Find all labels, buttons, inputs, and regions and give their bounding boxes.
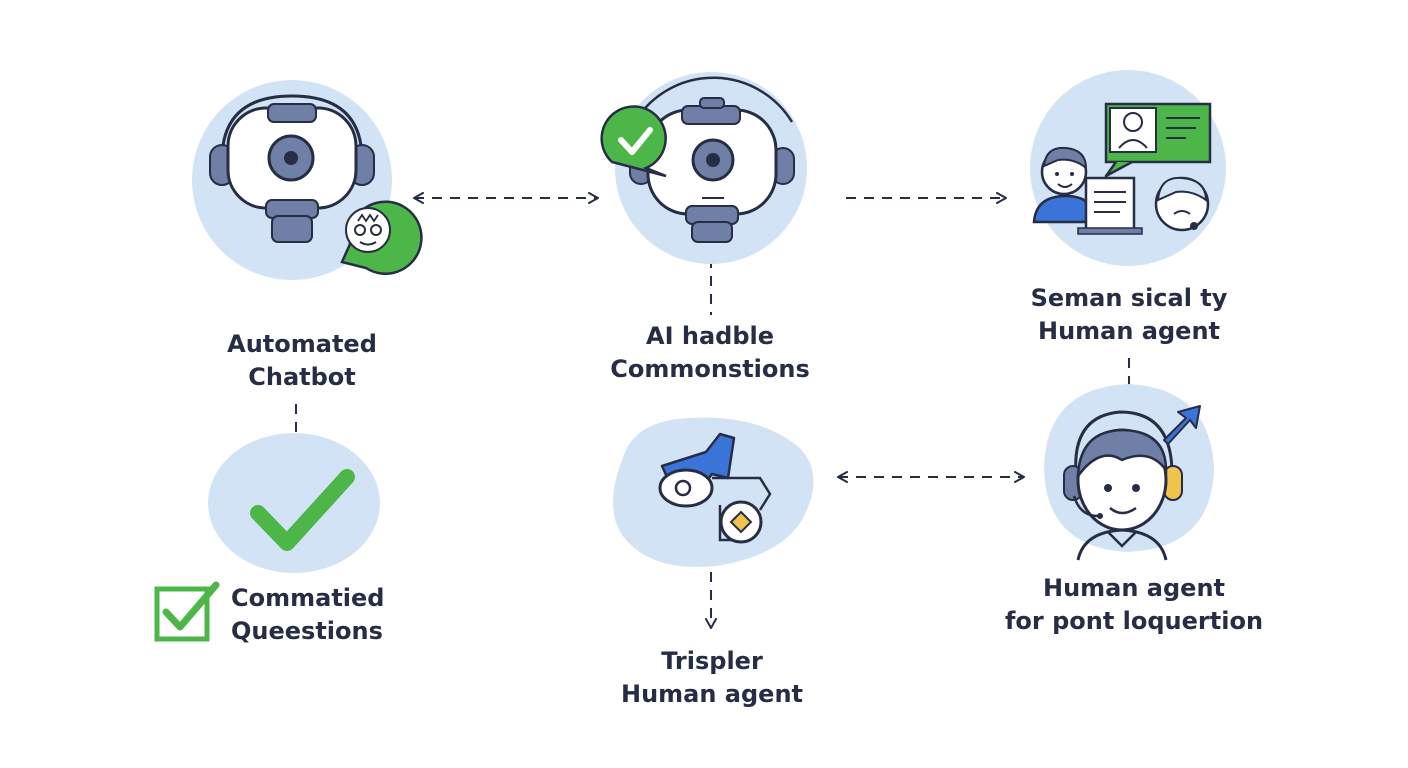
- headset-agent-icon: [1044, 384, 1214, 561]
- checkbox-icon: [154, 581, 220, 642]
- transfer-label-line1: Trispler: [661, 647, 763, 675]
- ai-label-line1: AI hadble: [645, 322, 775, 350]
- transfer-arrow-icon: [613, 417, 814, 567]
- human-label-line1: Human agent: [1042, 574, 1226, 602]
- human-label: Human agent for pont loquertion: [1005, 572, 1263, 638]
- agent-workstation-icon: [1030, 70, 1226, 266]
- chatbot-label-line1: Automated: [227, 330, 377, 358]
- semantic-label: Seman sical ty Human agent: [1031, 282, 1228, 348]
- semantic-label-line1: Seman sical ty: [1030, 284, 1228, 312]
- ai-label-line2: Commonstions: [610, 355, 810, 383]
- ai-robot-approved-icon: [600, 72, 807, 264]
- human-label-line2: for pont loquertion: [1004, 607, 1264, 635]
- chatbot-label: Automated Chatbot: [227, 328, 377, 394]
- completed-label-line2: Queestions: [231, 617, 383, 645]
- completed-label: Commatied Queestions: [231, 582, 384, 648]
- semantic-label-line2: Human agent: [1037, 317, 1221, 345]
- green-checkmark-icon: [208, 433, 380, 573]
- ai-label: AI hadble Commonstions: [610, 320, 810, 386]
- completed-label-line1: Commatied: [231, 584, 385, 612]
- chatbot-label-line2: Chatbot: [248, 363, 356, 391]
- chatbot-robot-icon: [192, 80, 423, 280]
- transfer-label: Trispler Human agent: [621, 645, 803, 711]
- transfer-label-line2: Human agent: [620, 680, 804, 708]
